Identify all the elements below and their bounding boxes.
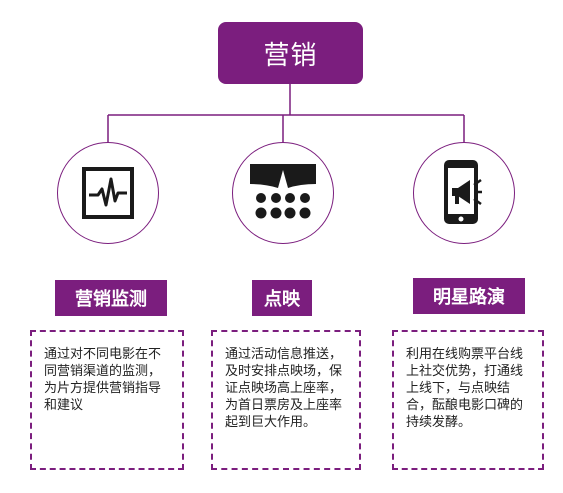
description-screening: 通过活动信息推送，及时安排点映场，保证点映场高上座率，为首日票房及上座率起到巨大… [211, 330, 361, 470]
circle-screening [232, 142, 334, 244]
label-star-roadshow: 明星路演 [413, 278, 525, 314]
label-marketing-monitoring: 营销监测 [55, 280, 167, 316]
screening-audience-icon [250, 164, 316, 219]
title-box: 营销 [218, 22, 363, 84]
pulse-monitor-icon [82, 167, 134, 219]
label-screening: 点映 [252, 280, 312, 316]
title-label: 营销 [263, 40, 318, 71]
circle-marketing-monitoring [57, 142, 159, 244]
description-star-roadshow: 利用在线购票平台线上社交优势，打通线上线下，与点映结合，酝酿电影口碑的持续发酵。 [392, 330, 544, 470]
description-marketing-monitoring: 通过对不同电影在不同营销渠道的监测，为片方提供营销指导和建议 [30, 330, 184, 470]
circle-star-roadshow [413, 142, 515, 244]
phone-megaphone-icon [444, 160, 482, 224]
